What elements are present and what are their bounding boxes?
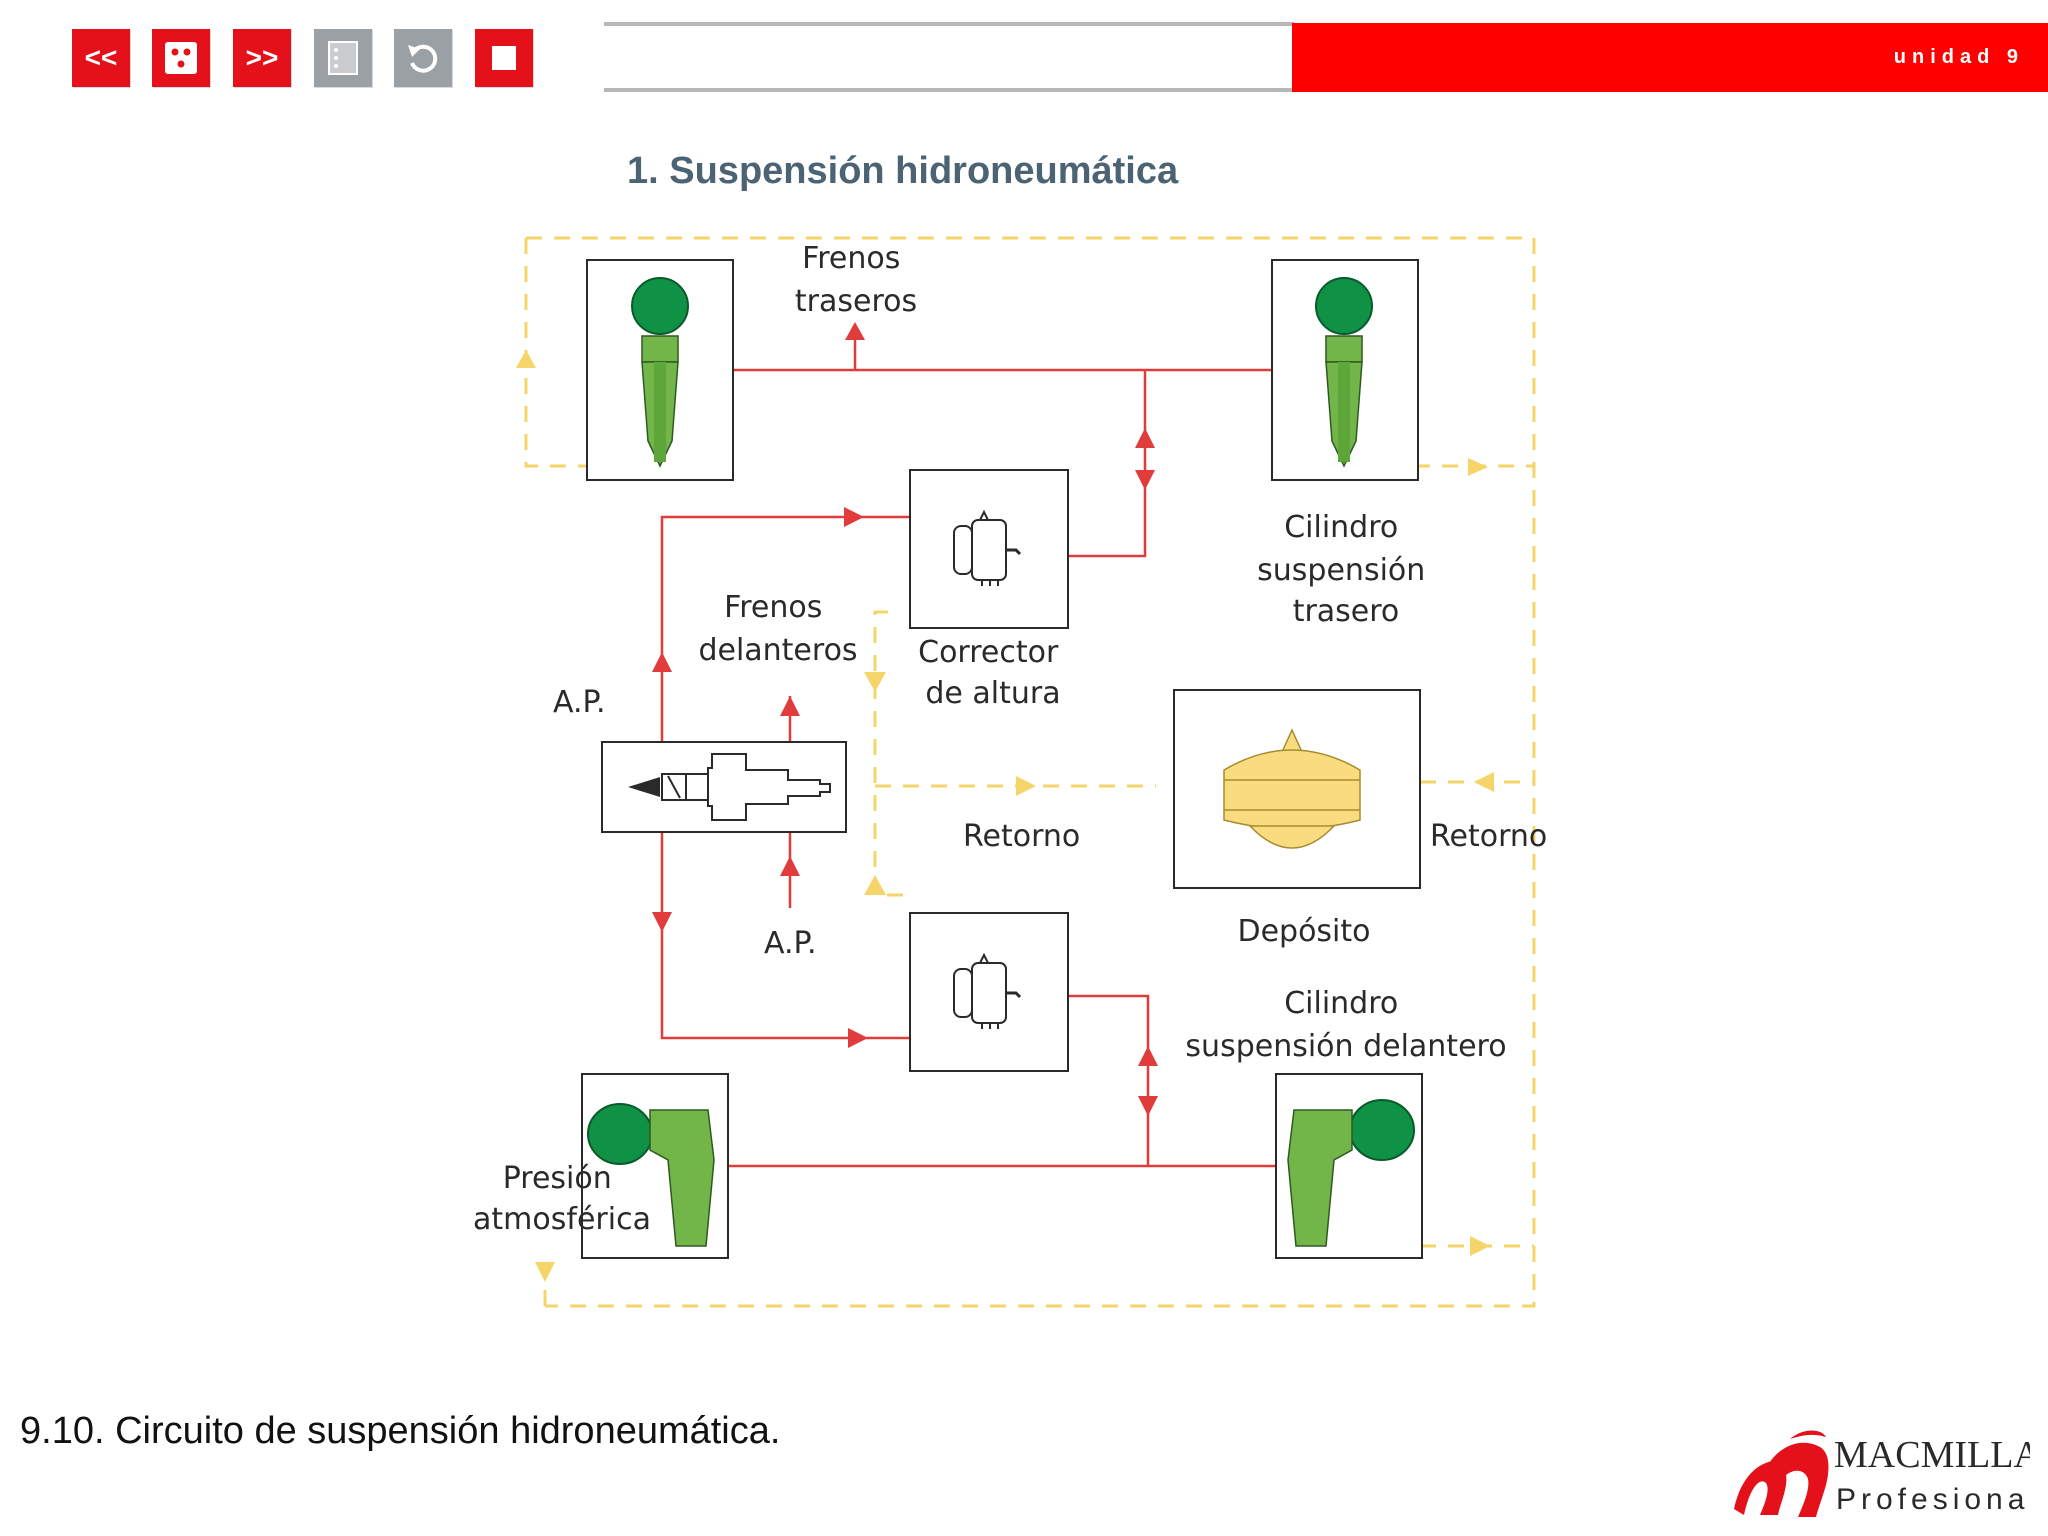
front-right-cylinder [1275, 1073, 1423, 1259]
list-button[interactable] [314, 29, 372, 87]
banner-bottom-rule [604, 88, 1294, 92]
double-right-arrow-icon: >> [245, 42, 279, 73]
banner-top-rule [604, 22, 1294, 26]
reservoir [1173, 689, 1421, 889]
label-ap-left: A.P. [553, 685, 606, 720]
index-button[interactable] [152, 29, 210, 87]
list-icon [328, 41, 358, 75]
height-corrector-front [909, 912, 1069, 1072]
hydropneumatic-circuit-diagram: Frenos traseros Cilindro suspensión tras… [473, 236, 1547, 1308]
label-deposito: Depósito [1237, 914, 1370, 949]
label-cilindro-trasero: Cilindro suspensión trasero [1257, 510, 1435, 629]
macmillan-logo: MACMILLAN Profesional [1734, 1430, 2030, 1517]
label-cilindro-delantero: Cilindro suspensión delantero [1185, 986, 1506, 1064]
label-corrector: Corrector de altura [918, 635, 1068, 711]
svg-text:MACMILLAN: MACMILLAN [1834, 1434, 2030, 1476]
label-frenos-delanteros: Frenos delanteros [698, 590, 857, 668]
rear-left-cylinder [586, 259, 734, 481]
undo-button[interactable] [394, 29, 452, 87]
label-presion-atmosferica: Presión atmosférica [473, 1161, 651, 1237]
previous-button[interactable]: << [72, 29, 130, 87]
stop-icon [492, 46, 516, 70]
next-button[interactable]: >> [233, 29, 291, 87]
return-arrows [516, 350, 1494, 1282]
stop-button[interactable] [475, 29, 533, 87]
double-left-arrow-icon: << [84, 42, 118, 73]
slide-title: 1. Suspensión hidroneumática [627, 150, 1179, 192]
pressure-circuit [660, 335, 1276, 1168]
pressure-arrows [652, 322, 1158, 1116]
height-corrector-rear [909, 469, 1069, 629]
label-retorno-right: Retorno [1430, 819, 1547, 854]
dice-icon [165, 42, 197, 74]
svg-text:Profesional: Profesional [1836, 1483, 2030, 1516]
pressure-regulator [601, 741, 847, 833]
front-left-cylinder [581, 1073, 729, 1259]
unit-banner: unidad 9 [1292, 23, 2048, 92]
rear-right-cylinder [1271, 259, 1419, 481]
figure-caption: 9.10. Circuito de suspensión hidroneumát… [20, 1410, 781, 1452]
label-retorno-center: Retorno [963, 819, 1080, 854]
label-frenos-traseros: Frenos traseros [795, 241, 917, 319]
undo-icon [408, 44, 438, 73]
unit-label: unidad 9 [1893, 46, 2024, 68]
macmillan-mark-icon [1734, 1430, 1829, 1517]
label-ap-bottom: A.P. [764, 926, 817, 961]
